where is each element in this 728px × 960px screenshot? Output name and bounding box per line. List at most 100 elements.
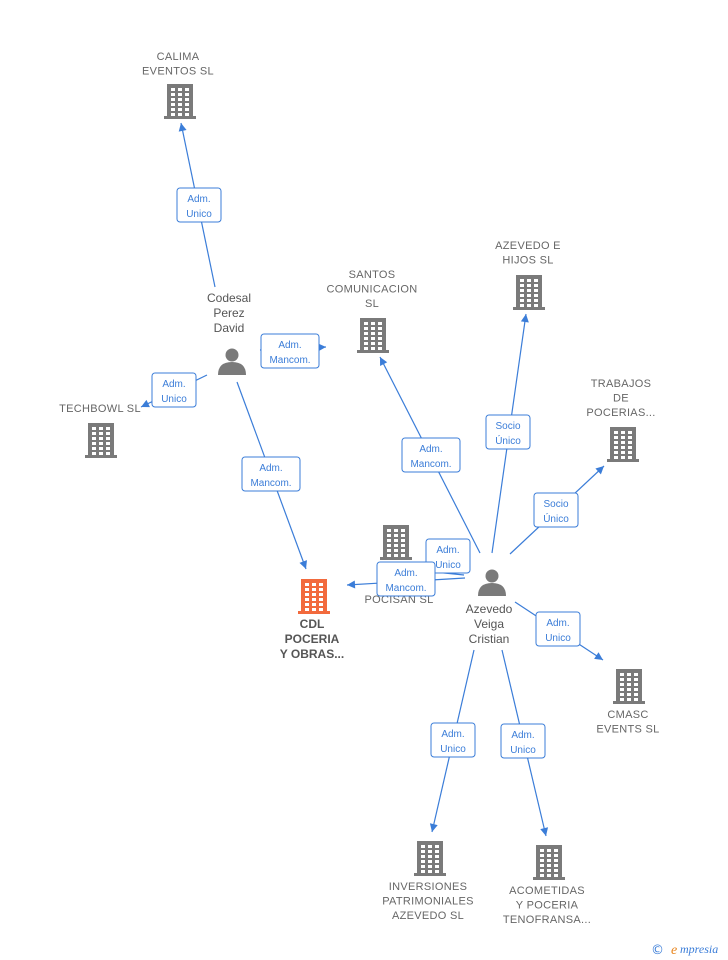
node-trabajos[interactable]: TRABAJOSDEPOCERIAS... xyxy=(586,378,655,462)
building-icon xyxy=(414,841,446,876)
node-label-line: PATRIMONIALES xyxy=(382,896,474,908)
edge-label-text: Adm. xyxy=(419,444,442,455)
arrowhead-icon xyxy=(594,652,603,660)
node-label-line: CDL xyxy=(300,617,325,631)
edge-label-box xyxy=(176,187,222,223)
edge-label-text: Mancom. xyxy=(269,355,310,366)
node-label-line: EVENTS SL xyxy=(596,724,659,736)
building-icon xyxy=(298,579,330,614)
edge-label-text: Adm. xyxy=(394,568,417,579)
brand-footer[interactable]: © e mpresia xyxy=(651,942,718,958)
node-label-line: Y OBRAS... xyxy=(280,647,344,661)
edge-labels-layer: Adm.UnicoAdm.Mancom.Adm.UnicoAdm.Mancom.… xyxy=(151,187,581,759)
building-icon xyxy=(357,318,389,353)
node-label-line: DE xyxy=(613,393,629,405)
edge-label[interactable]: Adm. Mancom. xyxy=(241,456,301,492)
node-label-line: TRABAJOS xyxy=(591,378,651,390)
building-icon xyxy=(85,423,117,458)
building-icon xyxy=(513,275,545,310)
node-label-line: Veiga xyxy=(474,617,504,631)
edge-label-box xyxy=(241,456,301,492)
node-label-line: TENOFRANSA... xyxy=(503,914,591,926)
node-label-line: CMASC xyxy=(607,709,648,721)
building-icon xyxy=(613,669,645,704)
edge-label-text: Mancom. xyxy=(410,459,451,470)
edge-label[interactable]: Adm. Mancom. xyxy=(376,561,436,597)
edge-label-text: Adm. xyxy=(162,379,185,390)
arrowhead-icon xyxy=(429,823,438,832)
edge-label[interactable]: Adm.Unico xyxy=(176,187,222,223)
node-azevedo_hijos[interactable]: AZEVEDO E HIJOS SL xyxy=(495,240,561,310)
edge-label-text: Unico xyxy=(186,209,212,220)
arrowhead-icon xyxy=(595,466,604,475)
arrowhead-icon xyxy=(317,343,326,352)
arrowhead-icon xyxy=(299,560,307,569)
edge-label-text: Único xyxy=(543,512,569,525)
edge-label-box xyxy=(260,333,320,369)
node-label-line: Azevedo xyxy=(466,602,513,616)
edge-label-text: Socio xyxy=(543,499,568,510)
edge-label[interactable]: Adm.Unico xyxy=(535,611,581,647)
node-label-line: POCERIA xyxy=(285,632,340,646)
person-icon xyxy=(478,569,506,596)
arrowhead-icon xyxy=(178,123,187,132)
edge-label[interactable]: Adm.Unico xyxy=(430,722,476,758)
brand-name: mpresia xyxy=(680,942,718,956)
edge-label-text: Adm. xyxy=(436,545,459,556)
edge-label-box xyxy=(430,722,476,758)
edge-label[interactable]: Adm. Unico xyxy=(500,723,546,759)
person-icon xyxy=(218,348,246,375)
node-label-line: SANTOS xyxy=(349,269,396,281)
node-label-line: TECHBOWL SL xyxy=(59,403,141,415)
edge-label-box xyxy=(425,538,471,574)
edge-label-text: Mancom. xyxy=(385,583,426,594)
edge-label[interactable]: Adm. Unico xyxy=(425,538,471,574)
edge-label[interactable]: Adm. Mancom. xyxy=(401,437,461,473)
edge-label-text: Socio xyxy=(495,421,520,432)
building-icon xyxy=(533,845,565,880)
edge-label-text: Adm. xyxy=(511,730,534,741)
node-label-line: Y POCERIA xyxy=(516,900,579,912)
node-label-line: Perez xyxy=(213,306,244,320)
edge-label-text: Unico xyxy=(510,745,536,756)
node-label-line: CALIMA xyxy=(157,51,200,63)
node-label-line: Codesal xyxy=(207,291,251,305)
edge-label-text: Adm. xyxy=(546,618,569,629)
node-techbowl[interactable]: TECHBOWL SL xyxy=(59,403,141,458)
edge-label-text: Mancom. xyxy=(250,478,291,489)
edge-label-box xyxy=(401,437,461,473)
edge-label-box xyxy=(500,723,546,759)
edge-label-box xyxy=(151,372,197,408)
edge-label-text: Unico xyxy=(440,744,466,755)
edge-label-text: Unico xyxy=(435,560,461,571)
node-label-line: Cristian xyxy=(469,632,510,646)
arrowhead-icon xyxy=(520,314,529,323)
node-label-line: SL xyxy=(365,298,379,310)
edge-label-box xyxy=(376,561,436,597)
edge-label[interactable]: Adm.Unico xyxy=(151,372,197,408)
edge-label-box xyxy=(535,611,581,647)
node-label-line: David xyxy=(214,321,245,335)
edge-label[interactable]: Adm. Mancom. xyxy=(260,333,320,369)
node-label-line: POCISAN SL xyxy=(364,594,433,606)
node-label-line: AZEVEDO E xyxy=(495,240,561,252)
edge-label-box xyxy=(533,492,579,528)
edge-label-text: Adm. xyxy=(259,463,282,474)
node-label-line: HIJOS SL xyxy=(502,255,553,267)
arrowhead-icon xyxy=(380,357,388,366)
node-cmasc[interactable]: CMASC EVENTS SL xyxy=(596,669,659,736)
edge-label-text: Adm. xyxy=(278,340,301,351)
building-icon xyxy=(164,84,196,119)
arrowhead-icon xyxy=(141,399,150,408)
